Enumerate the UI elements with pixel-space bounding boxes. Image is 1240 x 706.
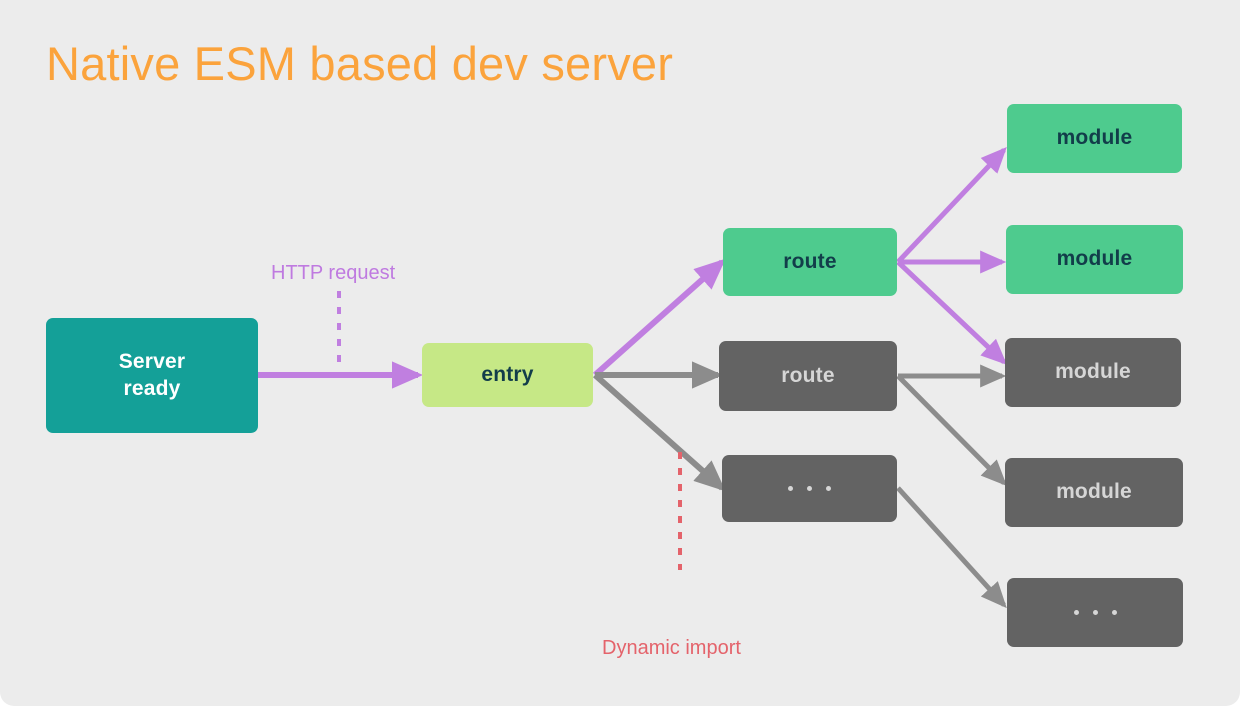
node-module-1-label: module [1056,126,1133,150]
arrow-route-more-to-module-more [896,486,1007,609]
arrow-route-to-module-1 [896,146,1007,264]
node-server-ready[interactable]: Server ready [46,318,258,433]
arrow-route-inactive-to-module-4 [896,374,1007,486]
node-module-4[interactable]: module [1005,458,1183,527]
ellipsis-icon [1073,610,1117,615]
node-module-2[interactable]: module [1006,225,1183,294]
node-module-2-label: module [1056,247,1133,271]
arrow-entry-to-route-active [593,258,726,378]
node-module-more[interactable] [1007,578,1183,647]
node-module-3[interactable]: module [1005,338,1181,407]
node-server-ready-line1: Server [118,350,186,374]
node-entry-label: entry [481,362,534,386]
label-http-request: HTTP request [271,262,396,284]
arrow-route-to-module-3 [896,260,1008,365]
node-route-active-label: route [783,249,837,273]
node-module-4-label: module [1056,480,1132,504]
node-route-more[interactable] [722,455,897,522]
node-server-ready-line2: ready [123,376,181,400]
node-route-active[interactable]: route [723,228,897,296]
node-module-3-label: module [1055,360,1131,384]
ellipsis-icon [788,486,831,491]
node-route-inactive-label: route [781,363,835,387]
arrow-entry-to-route-more [593,372,726,492]
node-route-inactive[interactable]: route [719,341,897,411]
node-module-1[interactable]: module [1007,104,1182,173]
label-dynamic-import: Dynamic import (code split point) [602,583,749,706]
label-dynamic-import-line1: Dynamic import [602,637,741,659]
node-entry[interactable]: entry [422,343,593,407]
page-title: Native ESM based dev server [46,37,674,90]
